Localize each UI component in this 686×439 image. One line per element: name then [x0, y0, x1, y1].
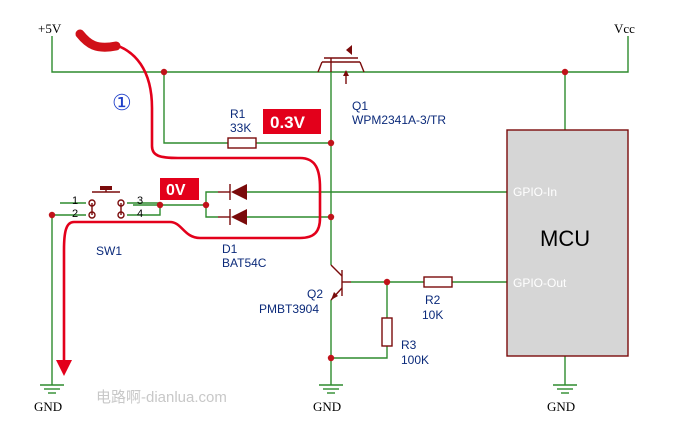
r1-left-wire [163, 72, 228, 144]
r1-ref: R1 [230, 107, 246, 121]
sw1-pin-3: 3 [137, 195, 143, 207]
vcc-label: Vcc [614, 21, 635, 36]
junction-dot [327, 354, 335, 362]
junction-dot [202, 201, 210, 209]
sw-pin2-wire [51, 214, 86, 385]
junction-dot [48, 211, 56, 219]
r2-ref: R2 [425, 293, 441, 307]
sw1-pin-4: 4 [137, 208, 143, 220]
path-marker: ① [112, 90, 132, 115]
r1-resistor [227, 137, 257, 149]
junction-dot [561, 68, 569, 76]
q1-mosfet [317, 45, 365, 84]
q1-ref: Q1 [352, 99, 368, 113]
junction-dot [327, 213, 335, 221]
badge-switch-text: 0V [166, 182, 186, 199]
junction-dot [383, 278, 391, 286]
watermark: 电路啊-dianlua.com [96, 389, 227, 406]
sw1-switch [88, 186, 125, 219]
r3-value: 100K [401, 353, 429, 367]
current-path [56, 42, 322, 376]
q2-ref: Q2 [307, 287, 323, 301]
gnd-symbols: GND GND GND [34, 384, 577, 414]
badge-r1-voltage: 0.3V [263, 109, 321, 134]
gnd-label-center: GND [313, 399, 341, 414]
junction-dot [160, 68, 168, 76]
probe-tip-shape [75, 29, 121, 52]
r3-resistor [381, 317, 393, 347]
d1-ref: D1 [222, 242, 238, 256]
d1-part: BAT54C [222, 256, 267, 270]
gnd-label-right: GND [547, 399, 575, 414]
gnd-label-left: GND [34, 399, 62, 414]
sw-pin4-wire [127, 205, 161, 216]
junction-dot [156, 201, 164, 209]
q2-part: PMBT3904 [259, 302, 319, 316]
q1-part: WPM2341A-3/TR [352, 113, 446, 127]
q2-transistor [330, 264, 351, 301]
sw1-pin-2: 2 [72, 208, 78, 220]
r3-bottom-wire [331, 346, 388, 359]
mcu-block: GPIO-In GPIO-Out MCU [506, 129, 629, 357]
gpio-out-label: GPIO-Out [513, 276, 567, 290]
d1-diode [218, 184, 247, 225]
badge-r1-text: 0.3V [270, 113, 306, 132]
power-rail-wire [51, 36, 629, 73]
mcu-label: MCU [540, 226, 590, 251]
junction-dot [327, 139, 335, 147]
plus5v-label: +5V [38, 21, 62, 36]
r2-value: 10K [422, 308, 443, 322]
gpio-in-label: GPIO-In [513, 185, 557, 199]
wires [51, 36, 629, 385]
r1-value: 33K [230, 121, 251, 135]
r3-ref: R3 [401, 338, 417, 352]
sw1-pin-1: 1 [72, 195, 78, 207]
junctions [48, 68, 569, 362]
badge-switch-voltage: 0V [160, 178, 199, 200]
sw1-ref: SW1 [96, 244, 122, 258]
r2-resistor [423, 276, 453, 288]
